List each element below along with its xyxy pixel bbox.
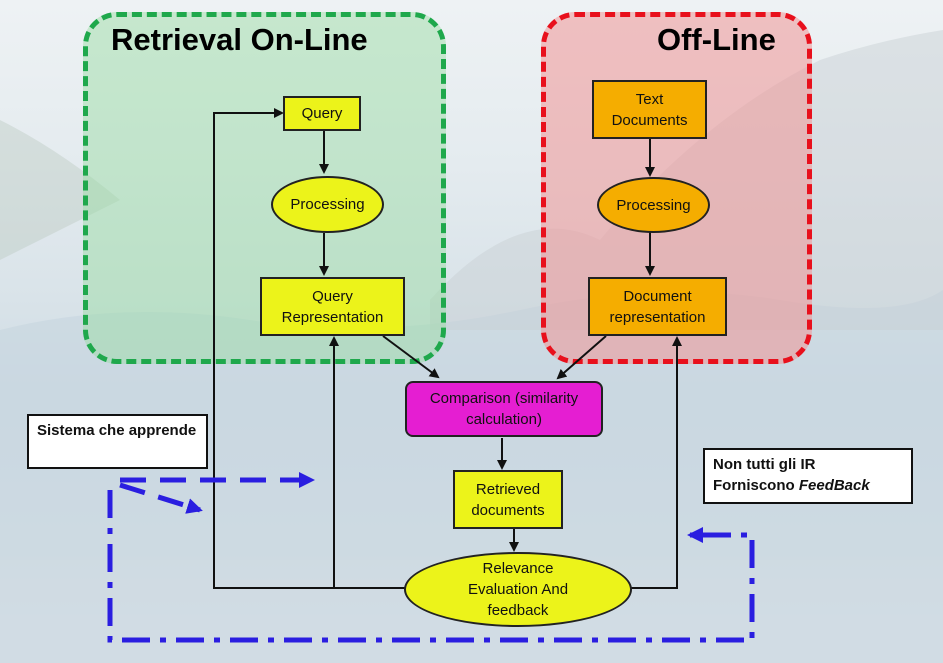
feedback-loop-to-query [213,108,406,589]
feedback-note-line1: Non tutti gli IR [713,456,816,473]
offline-processing-node: Processing [597,177,710,233]
text-documents-node: Text Documents [592,80,707,139]
learning-arrow-diagonal [119,482,203,514]
feedback-note-line2-emph: FeedBack [798,477,870,494]
query-node: Query [283,96,361,131]
feedback-loop-to-doc-rep [630,336,682,589]
relevance-evaluation-node: Relevance Evaluation And feedback [404,552,632,627]
arrow-doc-rep-to-comparison [556,335,607,380]
query-representation-node: Query Representation [260,277,405,336]
retrieved-documents-node: Retrieved documents [453,470,563,529]
offline-region-title: Off-Line [657,22,776,57]
learning-system-note: Sistema che apprende [27,414,208,469]
comparison-node: Comparison (similarity calculation) [405,381,603,437]
feedback-note: Non tutti gli IR Forniscono FeedBack [703,448,913,504]
document-representation-node: Document representation [588,277,727,336]
online-region-title: Retrieval On-Line [111,22,368,57]
arrow-query-rep-to-comparison [382,335,440,379]
feedback-note-line2-prefix: Forniscono [713,477,799,494]
feedback-note-line2: Forniscono FeedBack [713,475,903,496]
online-processing-node: Processing [271,176,384,233]
